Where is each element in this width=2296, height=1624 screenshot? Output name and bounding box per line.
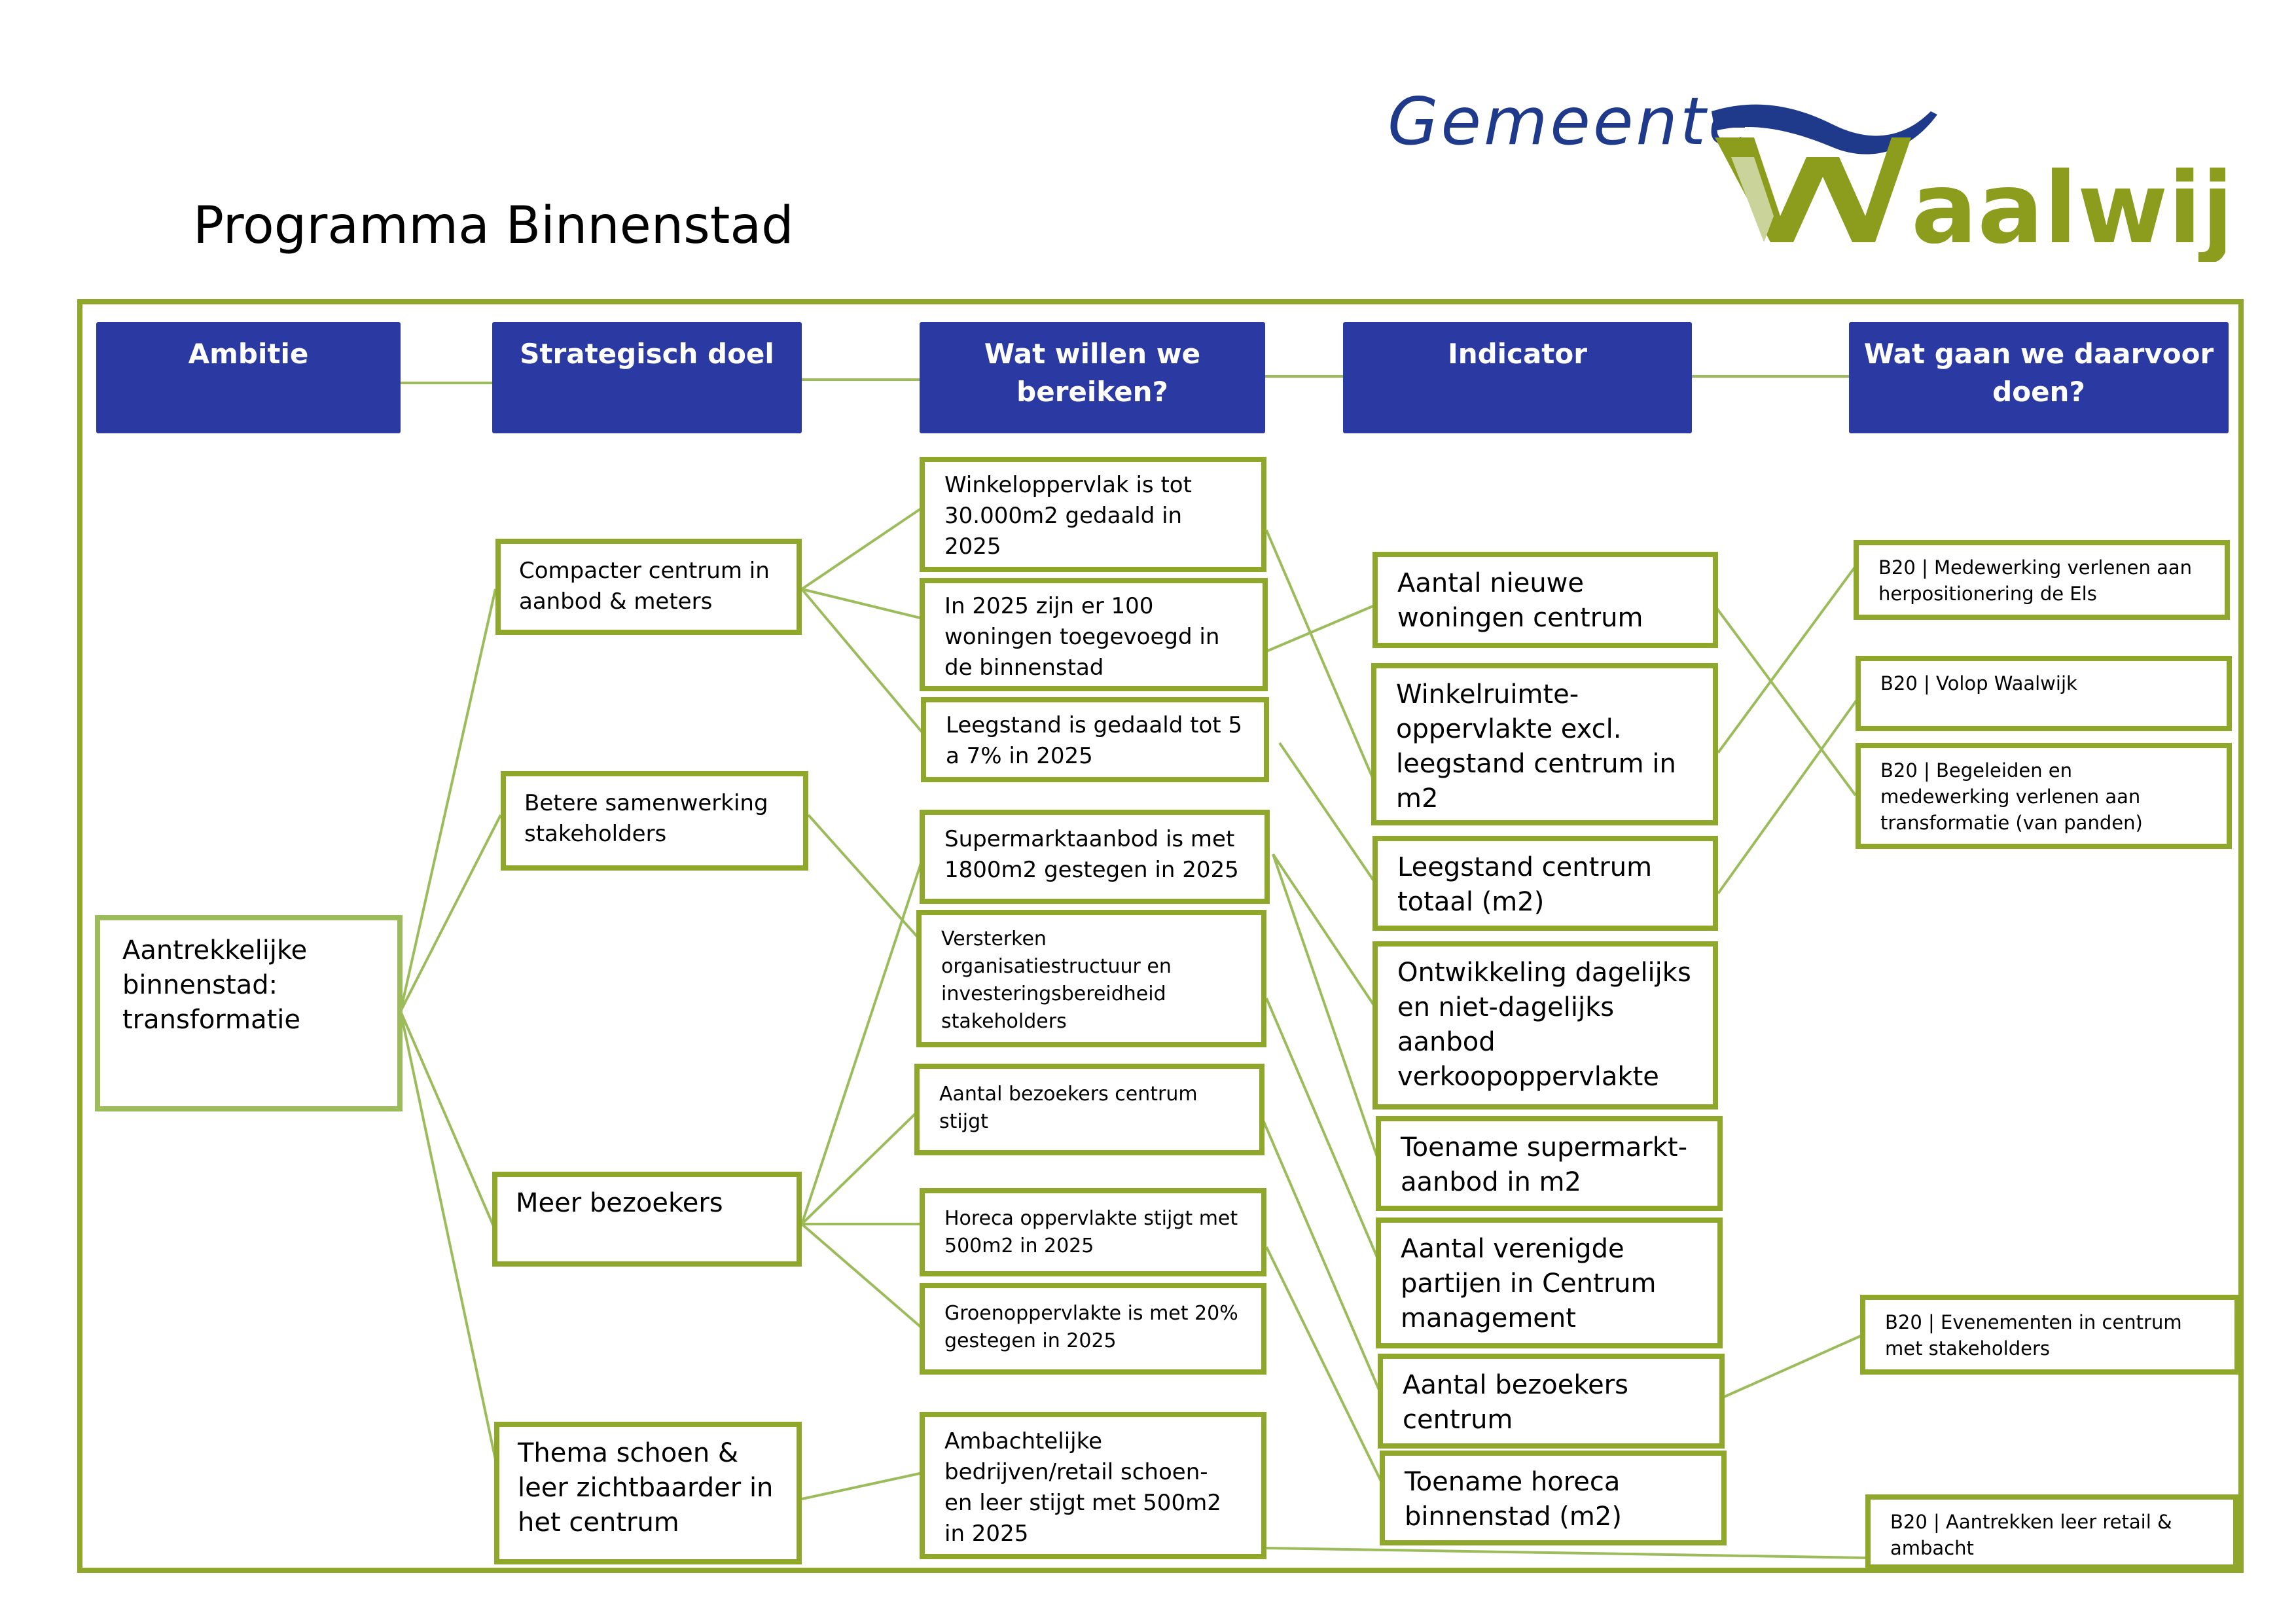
bereiken-box: Winkeloppervlak is tot 30.000m2 gedaald … (920, 457, 1266, 572)
diagram-frame (77, 299, 2244, 1573)
actie-box: B20 | Volop Waalwijk (1856, 656, 2232, 731)
page-title: Programma Binnenstad (193, 196, 794, 255)
bereiken-box: Ambachtelijke bedrijven/retail schoen- e… (920, 1412, 1266, 1559)
indicator-box: Ontwikkeling dagelijks en niet-dagelijks… (1372, 941, 1718, 1110)
bereiken-box: Aantal bezoekers centrum stijgt (914, 1064, 1265, 1155)
actie-box: B20 | Medewerking verlenen aan herpositi… (1854, 540, 2230, 620)
bereiken-box: Leegstand is gedaald tot 5 a 7% in 2025 (921, 697, 1269, 782)
bereiken-box: Supermarktaanbod is met 1800m2 gestegen … (920, 810, 1270, 904)
ambitie-box: Aantrekkelijke binnenstad: transformatie (95, 915, 403, 1111)
header-ambitie: Ambitie (96, 322, 401, 433)
strategisch-doel-box: Meer bezoekers (492, 1172, 802, 1267)
actie-box: B20 | Begeleiden en medewerking verlenen… (1856, 743, 2232, 849)
gemeente-waalwijk-logo: Gemeente aalwijk (1388, 85, 2225, 262)
strategisch-doel-box: Betere samenwerking stakeholders (501, 771, 808, 871)
strategisch-doel-box: Compacter centrum in aanbod & meters (495, 539, 802, 635)
bereiken-box: In 2025 zijn er 100 woningen toegevoegd … (920, 578, 1268, 691)
header-wat-gaan-we-daarvoor-doen: Wat gaan we daarvoor doen? (1849, 322, 2229, 433)
actie-box: B20 | Evenementen in centrum met stakeho… (1860, 1295, 2240, 1375)
indicator-box: Toename supermarkt-aanbod in m2 (1376, 1116, 1723, 1211)
indicator-box: Leegstand centrum totaal (m2) (1372, 836, 1718, 931)
logo-text-waalwijk: aalwijk (1911, 152, 2225, 262)
bereiken-box: Horeca oppervlakte stijgt met 500m2 in 2… (920, 1188, 1266, 1276)
indicator-box: Toename horeca binnenstad (m2) (1380, 1451, 1727, 1545)
indicator-box: Aantal verenigde partijen in Centrum man… (1376, 1218, 1723, 1348)
actie-box: B20 | Aantrekken leer retail & ambacht (1865, 1494, 2238, 1570)
logo-text-gemeente: Gemeente (1388, 85, 1751, 160)
strategisch-doel-box: Thema schoen & leer zichtbaarder in het … (494, 1422, 802, 1564)
header-wat-willen-we-bereiken: Wat willen we bereiken? (920, 322, 1265, 433)
indicator-box: Aantal nieuwe woningen centrum (1372, 552, 1718, 648)
bereiken-box: Groenoppervlakte is met 20% gestegen in … (920, 1283, 1266, 1375)
header-strategisch-doel: Strategisch doel (492, 322, 802, 433)
header-indicator: Indicator (1343, 322, 1692, 433)
indicator-box: Aantal bezoekers centrum (1378, 1354, 1725, 1449)
logo-wave-icon (1712, 104, 1937, 154)
bereiken-box: Versterken organisatiestructuur en inves… (916, 910, 1266, 1047)
indicator-box: Winkelruimte-oppervlakte excl. leegstand… (1371, 663, 1718, 825)
